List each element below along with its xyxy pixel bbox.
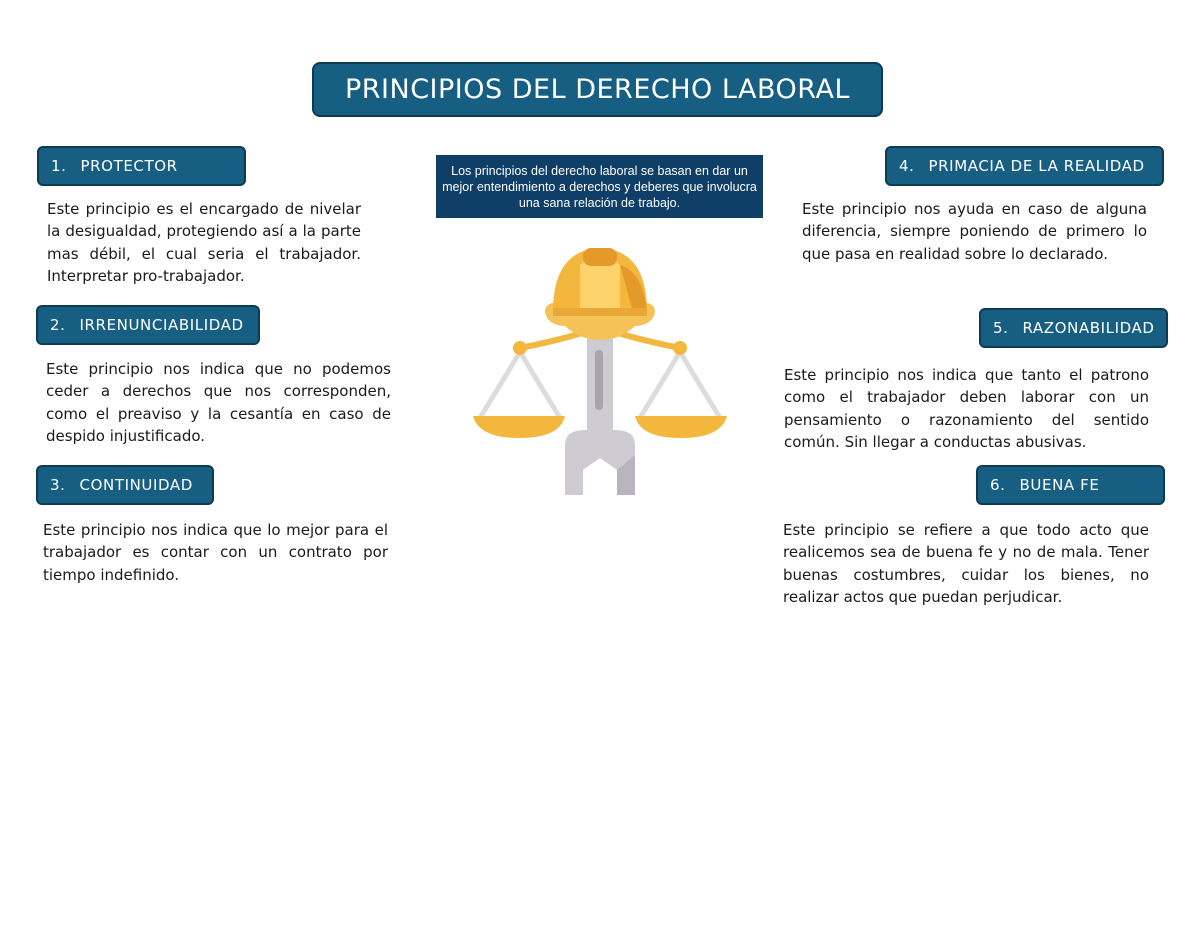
principle-header-protector: 1. PROTECTOR: [37, 146, 246, 186]
page-title: PRINCIPIOS DEL DERECHO LABORAL: [312, 62, 883, 117]
principle-text-irrenunciabilidad: Este principio nos indica que no podemos…: [46, 360, 391, 445]
principle-name: BUENA FE: [1019, 476, 1100, 494]
principle-name: RAZONABILIDAD: [1022, 319, 1155, 337]
hardhat-scales-wrench-icon: [473, 248, 727, 495]
principle-header-razonabilidad: 5. RAZONABILIDAD: [979, 308, 1168, 348]
principle-text-protector: Este principio es el encargado de nivela…: [47, 200, 361, 285]
principle-header-buena-fe: 6. BUENA FE: [976, 465, 1165, 505]
principle-header-continuidad: 3. CONTINUIDAD: [36, 465, 214, 505]
intro-text: Los principios del derecho laboral se ba…: [442, 164, 757, 210]
principle-text-razonabilidad: Este principio nos indica que tanto el p…: [784, 366, 1149, 451]
principle-header-primacia-de-la-realidad: 4. PRIMACIA DE LA REALIDAD: [885, 146, 1164, 186]
principle-text-primacia-de-la-realidad: Este principio nos ayuda en caso de algu…: [802, 200, 1147, 263]
principle-header-irrenunciabilidad: 2. IRRENUNCIABILIDAD: [36, 305, 260, 345]
principle-name: PRIMACIA DE LA REALIDAD: [928, 157, 1145, 175]
intro-box: Los principios del derecho laboral se ba…: [436, 155, 763, 218]
principle-number: 2.: [50, 316, 66, 334]
principle-number: 4.: [899, 157, 915, 175]
principle-number: 3.: [50, 476, 66, 494]
principle-name: PROTECTOR: [80, 157, 178, 175]
principle-number: 5.: [993, 319, 1009, 337]
principle-number: 6.: [990, 476, 1006, 494]
principle-name: IRRENUNCIABILIDAD: [79, 316, 244, 334]
principle-text-continuidad: Este principio nos indica que lo mejor p…: [43, 521, 388, 584]
principle-number: 1.: [51, 157, 67, 175]
principle-text-buena-fe: Este principio se refiere a que todo act…: [783, 521, 1149, 606]
page-title-text: PRINCIPIOS DEL DERECHO LABORAL: [345, 74, 850, 105]
principle-name: CONTINUIDAD: [79, 476, 193, 494]
